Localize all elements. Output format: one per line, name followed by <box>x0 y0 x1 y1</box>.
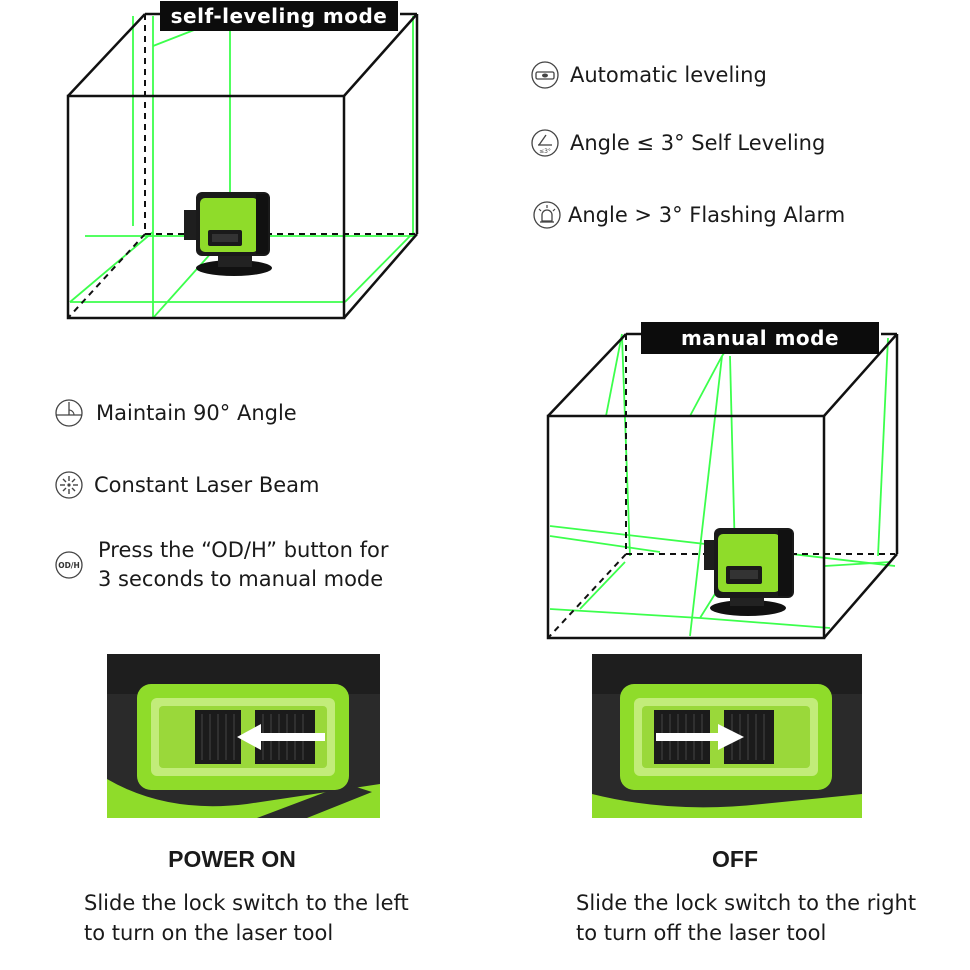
manual-mode-label: manual mode <box>641 322 879 354</box>
feature-text-line2: 3 seconds to manual mode <box>98 567 384 591</box>
feature-text: Automatic leveling <box>570 63 767 87</box>
description-line2: to turn off the laser tool <box>576 921 827 945</box>
self-leveling-mode-label: self-leveling mode <box>160 1 398 31</box>
power-off-caption: OFF <box>712 846 758 872</box>
feature-text: Angle > 3° Flashing Alarm <box>568 203 846 227</box>
power-off-description: Slide the lock switch to the right to tu… <box>576 888 916 948</box>
feature-text: Constant Laser Beam <box>94 473 320 497</box>
feature-automatic-leveling: Automatic leveling <box>530 60 767 90</box>
feature-flashing-alarm: Angle > 3° Flashing Alarm <box>532 200 845 230</box>
power-off-switch-photo <box>592 654 862 818</box>
description-line1: Slide the lock switch to the right <box>576 891 917 915</box>
feature-maintain-90-angle: Maintain 90° Angle <box>54 398 297 428</box>
od-h-button-icon: OD/H <box>55 551 83 579</box>
laser-beam-icon <box>55 471 83 499</box>
level-bubble-icon <box>531 61 559 89</box>
feature-angle-self-leveling: ≤3° Angle ≤ 3° Self Leveling <box>530 128 825 158</box>
manual-mode-cube-illustration <box>546 332 899 640</box>
feature-text-line1: Press the “OD/H” button for <box>98 538 389 562</box>
laser-level-device <box>184 192 272 276</box>
right-angle-icon <box>55 399 83 427</box>
feature-text: Maintain 90° Angle <box>96 401 297 425</box>
feature-constant-laser-beam: Constant Laser Beam <box>54 470 319 500</box>
power-on-switch-photo <box>107 654 380 818</box>
self-leveling-cube-illustration <box>66 12 419 320</box>
description-line1: Slide the lock switch to the left <box>84 891 409 915</box>
arrow-right-icon <box>656 724 744 750</box>
angle-tilt-icon: ≤3° <box>531 129 559 157</box>
arrow-left-icon <box>237 724 325 750</box>
feature-text: Angle ≤ 3° Self Leveling <box>570 131 826 155</box>
power-on-caption: POWER ON <box>168 846 296 872</box>
laser-level-device <box>704 528 794 616</box>
description-line2: to turn on the laser tool <box>84 921 334 945</box>
alarm-light-icon <box>533 201 561 229</box>
feature-od-h-button: OD/H Press the “OD/H” button for 3 secon… <box>54 536 389 594</box>
power-on-description: Slide the lock switch to the left to tur… <box>84 888 409 948</box>
svg-text:≤3°: ≤3° <box>539 148 551 155</box>
svg-text:OD/H: OD/H <box>58 561 80 570</box>
